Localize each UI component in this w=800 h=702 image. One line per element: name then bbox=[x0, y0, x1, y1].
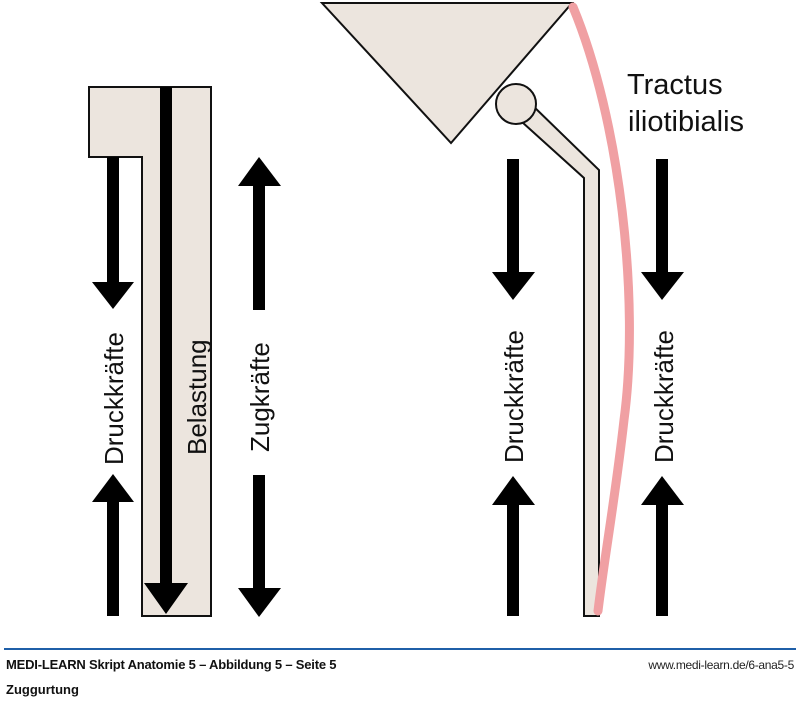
tractus-iliotibialis bbox=[568, 2, 634, 616]
zuggurtung-diagram: Druckkräfte Belastung Zugkräfte Tractus … bbox=[88, 1, 744, 617]
label-druckkraefte-right: Druckkräfte bbox=[649, 330, 679, 463]
compression-arrow-up-left bbox=[92, 474, 134, 616]
label-tractus-line1: Tractus bbox=[627, 69, 723, 101]
compression-arrow-down-left bbox=[92, 157, 134, 309]
label-druckkraefte-femur-left: Druckkräfte bbox=[499, 330, 529, 463]
tension-arrow-down bbox=[238, 475, 281, 617]
compression-arrow-up-femur-left bbox=[492, 476, 535, 616]
label-druckkraefte-left: Druckkräfte bbox=[99, 332, 129, 465]
tension-arrow-up bbox=[238, 157, 281, 310]
figure-caption: Zuggurtung bbox=[6, 682, 79, 697]
right-model: Tractus iliotibialis Druckkräfte Druckkr… bbox=[319, 1, 744, 617]
load-arrow-down bbox=[144, 87, 188, 614]
label-belastung: Belastung bbox=[182, 339, 212, 455]
left-model: Druckkräfte Belastung Zugkräfte bbox=[88, 86, 281, 617]
footer-divider bbox=[4, 648, 796, 650]
compression-arrow-up-right bbox=[641, 476, 684, 616]
femoral-head bbox=[495, 83, 537, 125]
footer-url[interactable]: www.medi-learn.de/6-ana5-5 bbox=[648, 658, 794, 672]
footer-title: MEDI-LEARN Skript Anatomie 5 – Abbildung… bbox=[6, 657, 337, 672]
compression-arrow-down-right bbox=[641, 159, 684, 300]
pelvis-triangle bbox=[319, 1, 575, 145]
femur bbox=[521, 102, 600, 617]
label-tractus-line2: iliotibialis bbox=[628, 106, 744, 138]
label-zugkraefte: Zugkräfte bbox=[245, 342, 275, 452]
compression-arrow-down-femur-left bbox=[492, 159, 535, 300]
l-beam bbox=[88, 86, 212, 617]
